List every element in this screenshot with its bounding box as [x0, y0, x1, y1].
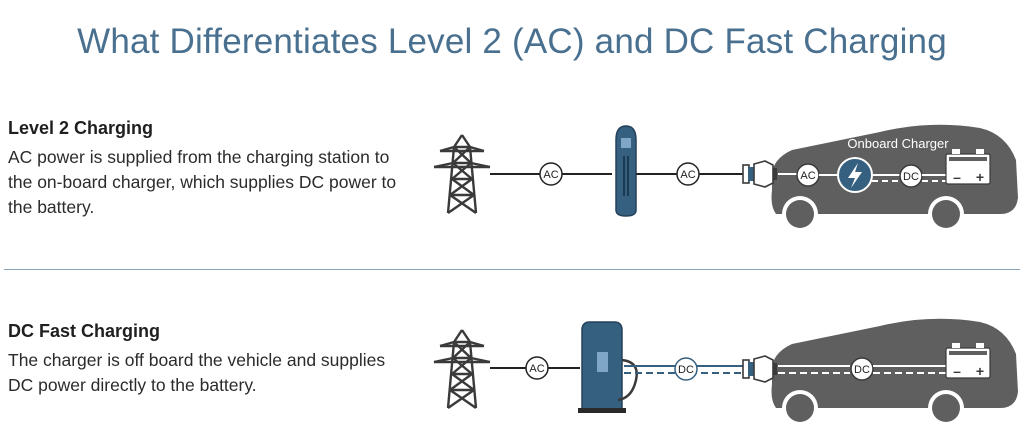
dc-row-ac-label: AC: [529, 363, 544, 375]
car-dc-label-badge-2: DC: [850, 357, 874, 381]
charging-plug-icon: [742, 160, 778, 188]
ac-label-badge-2: AC: [676, 162, 700, 186]
battery-minus-label: –: [953, 169, 961, 185]
onboard-charger-label: Onboard Charger: [847, 136, 949, 151]
battery-plus-label: +: [976, 169, 984, 185]
dcfast-description: The charger is off board the vehicle and…: [8, 350, 386, 395]
dc-row-dc-label: DC: [678, 364, 694, 376]
car-dc-label-badge: DC: [899, 164, 923, 188]
level2-diagram: AC AC AC Onboard Charger: [432, 124, 1018, 228]
dc-row-ac-label-badge: AC: [525, 356, 549, 380]
level2-section: Level 2 Charging AC power is supplied fr…: [8, 118, 408, 220]
vehicle-silhouette-2: [771, 318, 1018, 408]
ac-label-2: AC: [680, 169, 695, 181]
level2-description: AC power is supplied from the charging s…: [8, 147, 397, 217]
level2-heading: Level 2 Charging: [8, 118, 154, 138]
dcfast-diagram: AC DC DC – +: [432, 318, 1018, 422]
dc-row-dc-label-badge: DC: [674, 357, 698, 381]
battery-minus-label-2: –: [953, 363, 961, 379]
dcfast-section: DC Fast Charging The charger is off boar…: [8, 321, 408, 398]
dc-fast-charger-icon: [578, 321, 638, 413]
car-dc-label-2: DC: [854, 364, 870, 376]
charging-plug-icon-2: [742, 355, 778, 383]
ac-label-badge: AC: [539, 162, 563, 186]
page-title: What Differentiates Level 2 (AC) and DC …: [77, 22, 947, 61]
car-dc-label: DC: [903, 171, 919, 183]
car-ac-label-badge: AC: [796, 163, 820, 187]
lightning-bolt-icon: [837, 157, 873, 193]
transmission-tower-icon: [432, 133, 492, 215]
ac-label: AC: [543, 169, 558, 181]
section-divider: [4, 269, 1020, 270]
transmission-tower-icon-2: [432, 328, 492, 410]
vehicle-silhouette: [771, 124, 1018, 214]
battery-plus-label-2: +: [976, 363, 984, 379]
dcfast-heading: DC Fast Charging: [8, 321, 161, 341]
car-ac-label: AC: [800, 170, 815, 182]
level2-charging-station-icon: [615, 125, 637, 217]
